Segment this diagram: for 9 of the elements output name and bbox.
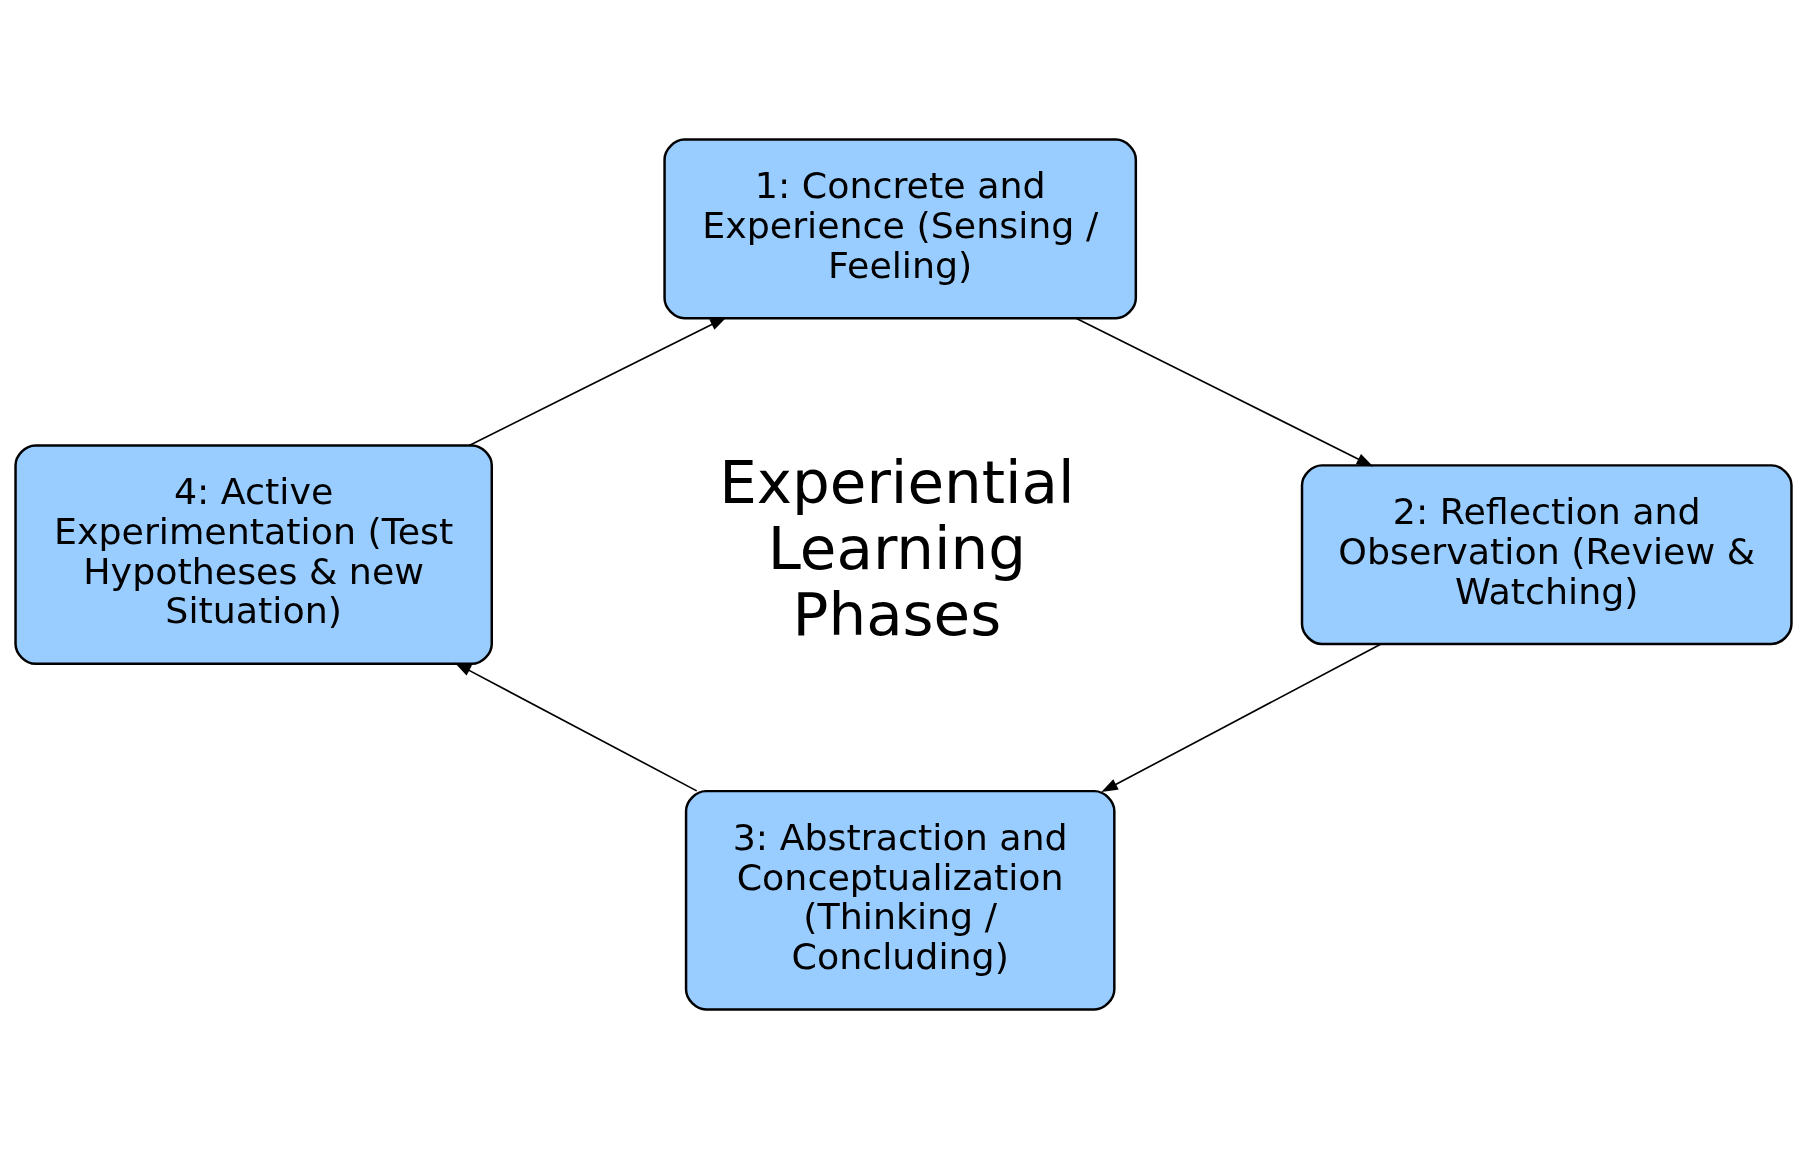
arrow — [454, 662, 698, 792]
node-box: 3: Abstraction and Conceptualization (Thinking / Concluding) — [684, 789, 1116, 1011]
node-box: 2: Reflection and Observation (Review & Watching) — [1300, 464, 1793, 646]
node-box: 1: Concrete and Experience (Sensing / Feeling) — [663, 138, 1138, 320]
arrow — [1101, 643, 1382, 793]
label: Experiential Learning Phases — [719, 448, 1075, 650]
node-box: 4: Active Experimentation (Test Hypotheses & new Situation) — [14, 444, 493, 666]
arrow — [1075, 317, 1374, 467]
arrow — [468, 317, 727, 447]
